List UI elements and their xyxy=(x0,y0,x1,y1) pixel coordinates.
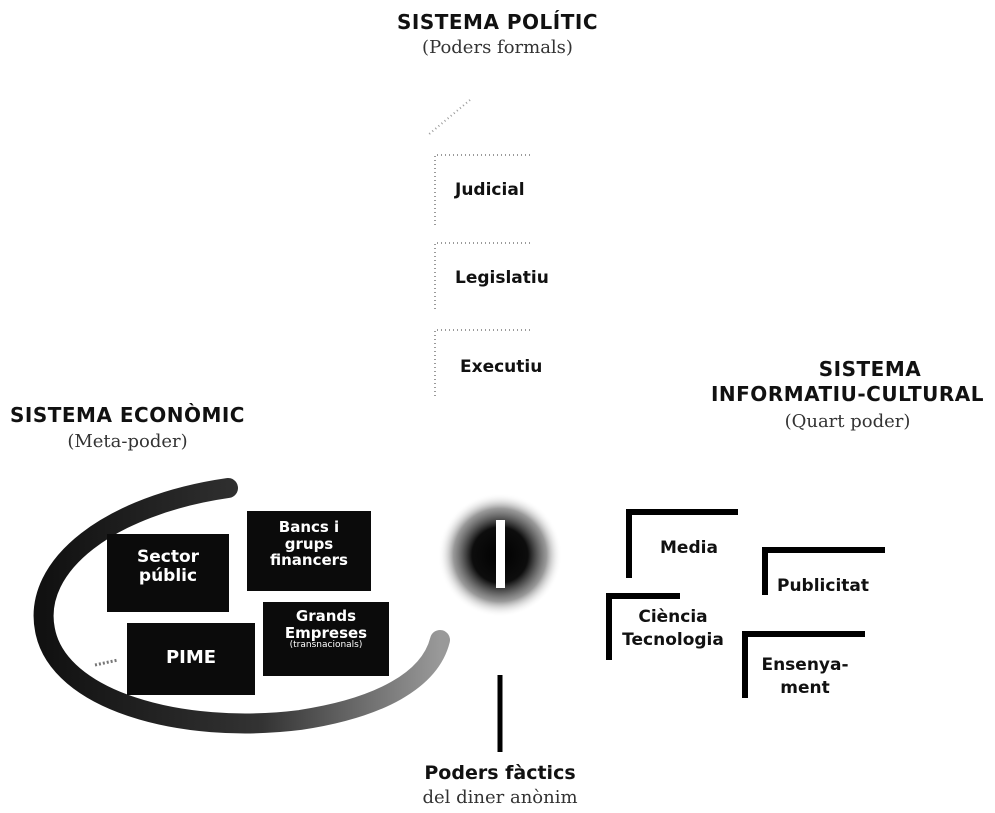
bancs-line-2: grups xyxy=(284,534,334,553)
informatiu-title-1: SISTEMA xyxy=(818,357,922,381)
box-grands-empreses: Grands Empreses (transnacionals) xyxy=(263,602,389,676)
grands-line-1: Grands xyxy=(295,607,357,625)
informatiu-title-2: INFORMATIU-CULTURAL xyxy=(710,382,985,406)
grands-line-3: (transnacionals) xyxy=(289,640,363,650)
label-ciencia: Ciència xyxy=(638,607,708,627)
factics-title: Poders fàctics xyxy=(424,762,576,784)
bancs-line-1: Bancs i xyxy=(278,518,340,536)
label-legislatiu: Legislatiu xyxy=(455,268,549,288)
sector-line-2: públic xyxy=(138,565,198,586)
economic-title: SISTEMA ECONÒMIC xyxy=(9,403,245,427)
central-slot xyxy=(496,520,505,588)
sector-line-1: Sector xyxy=(136,547,200,567)
economic-ring xyxy=(33,478,450,734)
bracket-media xyxy=(626,509,738,578)
box-pime: PIME xyxy=(127,623,255,695)
label-ensenyament-1: Ensenya- xyxy=(761,655,849,675)
bracket-publicitat xyxy=(762,547,885,595)
label-tecnologia: Tecnologia xyxy=(622,630,724,650)
box-sector-public: Sector públic xyxy=(107,534,229,612)
label-judicial: Judicial xyxy=(455,180,525,200)
factics-subtitle: del diner anònim xyxy=(422,787,578,808)
politic-subtitle: (Poders formals) xyxy=(422,37,573,58)
bracket-ciencia xyxy=(606,593,680,660)
bracket-executiu xyxy=(434,329,530,398)
bracket-ensenyament xyxy=(742,631,865,698)
pime-label: PIME xyxy=(165,647,217,668)
ring-tick xyxy=(94,658,119,667)
label-media: Media xyxy=(660,538,718,558)
bancs-line-3: financers xyxy=(270,551,348,569)
informatiu-subtitle: (Quart poder) xyxy=(784,411,911,432)
ring-arc xyxy=(33,478,450,734)
political-brackets xyxy=(427,99,530,398)
label-publicitat: Publicitat xyxy=(777,576,870,596)
informatiu-brackets xyxy=(606,509,885,698)
political-bracket-top xyxy=(427,99,471,136)
box-bancs: Bancs i grups financers xyxy=(247,511,371,591)
politic-title: SISTEMA POLÍTIC xyxy=(396,10,598,34)
grands-line-2: Empreses xyxy=(284,623,368,642)
label-executiu: Executiu xyxy=(460,357,543,377)
label-ensenyament-2: ment xyxy=(780,678,830,698)
economic-subtitle: (Meta-poder) xyxy=(67,431,188,452)
